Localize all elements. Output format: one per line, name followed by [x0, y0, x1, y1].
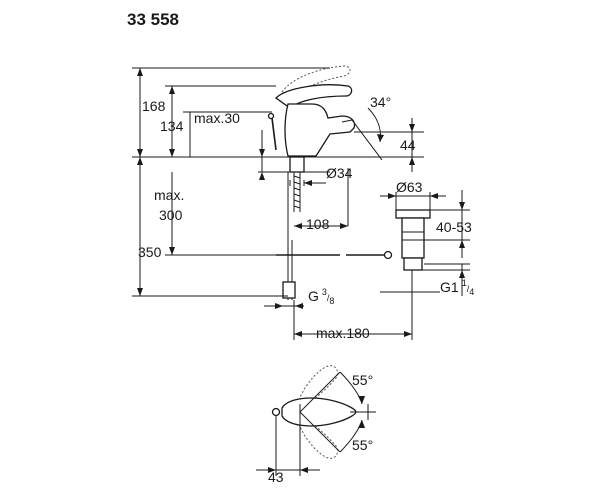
- plan-body: [281, 397, 357, 427]
- label-max: max.: [154, 187, 184, 203]
- label-168: 168: [142, 98, 166, 114]
- label-d34: Ø34: [326, 165, 353, 181]
- popup-knob: [267, 112, 275, 120]
- waste-flange: [395, 209, 431, 219]
- hose-connector: [282, 281, 296, 299]
- waste-body: [401, 217, 425, 259]
- label-40-53: 40-53: [436, 219, 472, 235]
- popup-rod: [271, 117, 277, 151]
- label-max-180: max.180: [316, 325, 370, 341]
- angle-34-line: [351, 119, 383, 161]
- label-34-deg: 34°: [370, 94, 391, 110]
- label-350: 350: [138, 244, 162, 260]
- product-number: 33 558: [127, 10, 179, 29]
- faucet-body: [284, 103, 356, 157]
- label-108: 108: [306, 216, 330, 232]
- label-44: 44: [400, 137, 416, 153]
- thread-marks: [293, 175, 301, 209]
- label-300: 300: [159, 207, 183, 223]
- shank: [289, 156, 305, 173]
- angle-55-bottom-line: [299, 411, 341, 453]
- faucet-plan-view: 55° 55° 43: [256, 365, 376, 485]
- label-55-top: 55°: [352, 372, 373, 388]
- left-dimensions: 168 134 max.30 max. 300 350: [132, 67, 330, 297]
- angle-55-top-line: [299, 371, 341, 413]
- plan-popup-knob: [271, 407, 281, 417]
- linkage-ball: [383, 250, 393, 260]
- label-134: 134: [160, 118, 184, 134]
- faucet-side-view: [258, 65, 386, 300]
- spout-aerator: [341, 119, 353, 123]
- label-max-30: max.30: [194, 110, 240, 126]
- spout-dimensions: 34° 44 Ø34 108: [289, 94, 424, 232]
- label-d63: Ø63: [396, 179, 423, 195]
- label-55-bottom: 55°: [352, 437, 373, 453]
- lever-raised-outline: [281, 65, 351, 99]
- label-43: 43: [268, 469, 284, 485]
- faucet-lever: [274, 84, 353, 109]
- waste-assembly: [383, 209, 431, 292]
- waste-tail: [403, 257, 423, 271]
